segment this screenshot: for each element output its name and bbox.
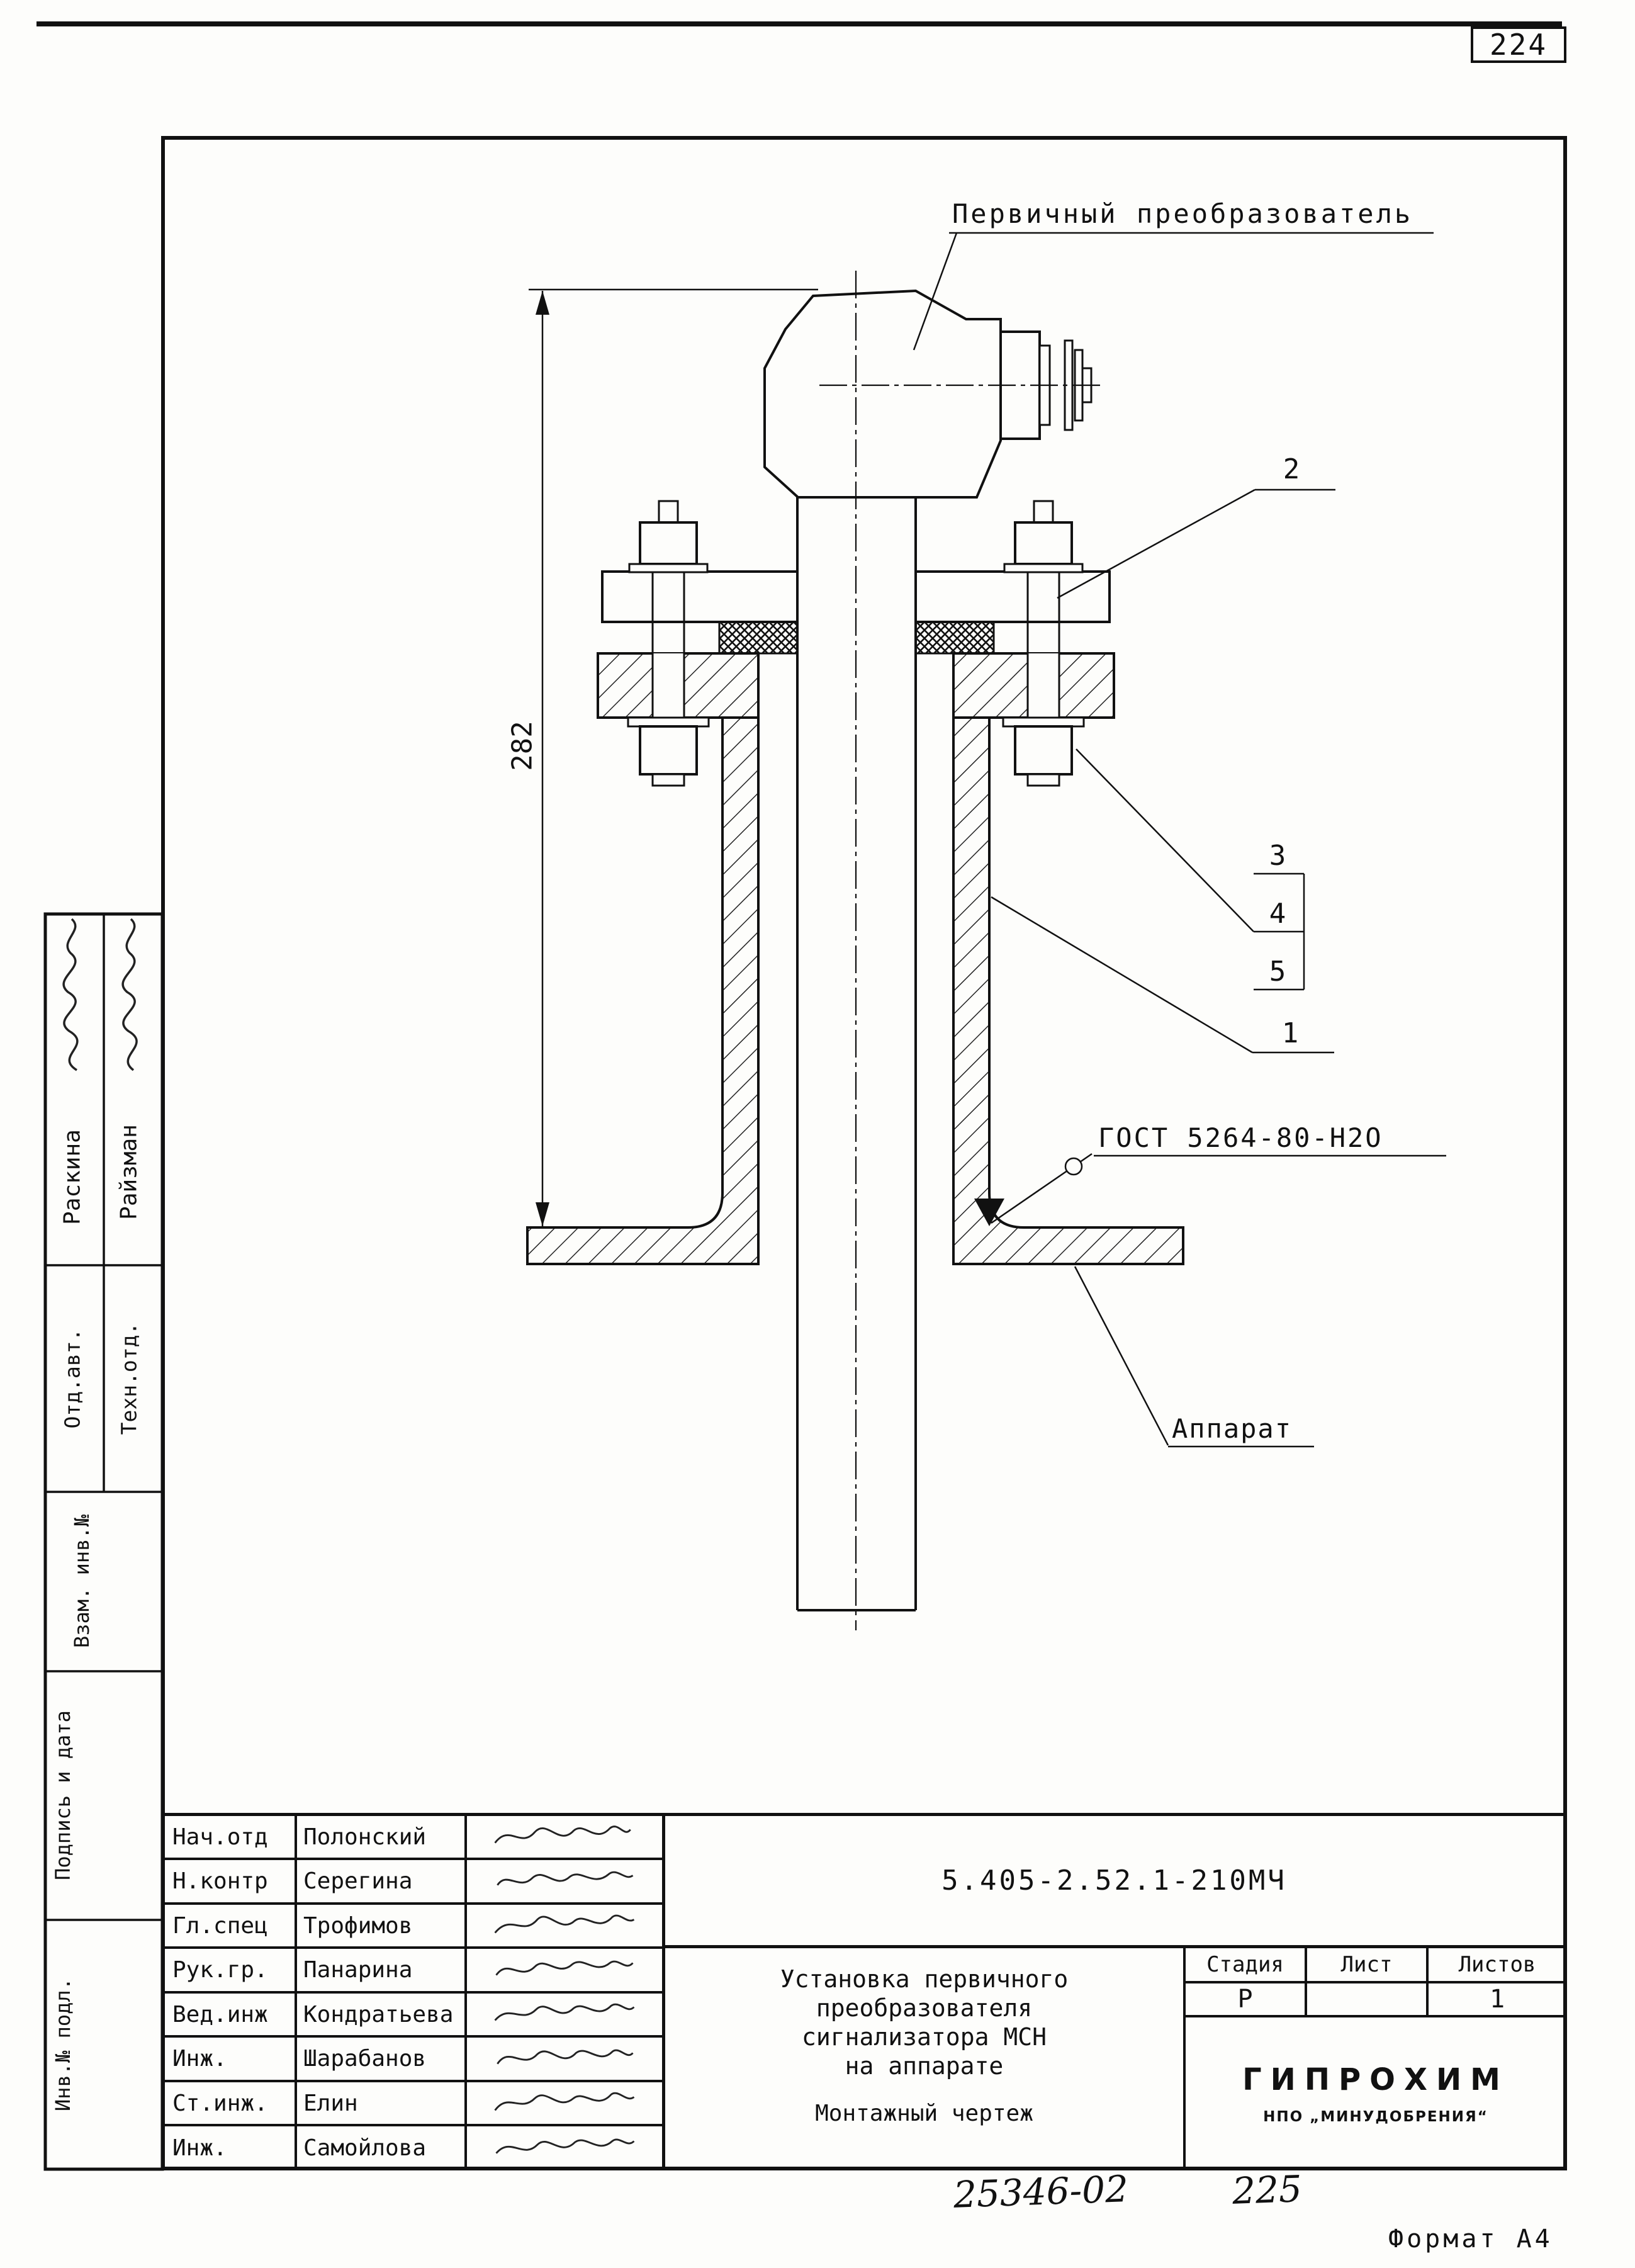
titleblock-role: Нач.отд <box>165 1816 297 1858</box>
weld-gost-label: ГОСТ 5264-80-Н2О <box>1098 1122 1383 1153</box>
handwritten-page-number: 225 <box>1231 2167 1303 2213</box>
signature-scribble <box>121 918 138 1071</box>
signature-scribble <box>495 1960 634 1976</box>
titleblock-name: Кондратьева <box>297 1994 467 2035</box>
dept-author-label: Отд.авт. <box>60 1329 85 1429</box>
transducer-head <box>763 289 1093 499</box>
title-line: на аппарате <box>845 2052 1004 2080</box>
signature-cell <box>467 1816 662 1858</box>
signature-scribble <box>497 2049 634 2065</box>
section-podpis-label: Подпись и дата <box>51 1710 75 1880</box>
section-inv-label: Инв.№ подл. <box>51 1978 75 2111</box>
titleblock-name: Трофимов <box>297 1905 467 1946</box>
titleblock-name: Серегина <box>297 1860 467 1902</box>
callout-4: 4 <box>1269 898 1286 930</box>
callout-labels: Первичный преобразователь 2 3 4 5 1 ГОСТ… <box>952 198 1413 1444</box>
gasket-left <box>718 621 799 655</box>
apparatus-label: Аппарат <box>1172 1413 1292 1444</box>
signature-cell <box>467 1994 662 2035</box>
signature-scribble <box>494 1914 635 1934</box>
left-attribute-strip <box>43 912 164 2171</box>
titleblock-role: Инж. <box>165 2038 297 2080</box>
signature-scribble <box>495 2138 635 2154</box>
title-line: преобразователя <box>816 1994 1033 2022</box>
stage-header: Стадия <box>1186 1948 1307 1983</box>
titleblock-row: Вед.инж Кондратьева <box>165 1994 662 2038</box>
titleblock-row: Инж. Шарабанов <box>165 2038 662 2082</box>
signature-cell <box>467 2126 662 2170</box>
dimension-282-value: 282 <box>507 721 539 770</box>
titleblock-row: Ст.инж. Елин <box>165 2082 662 2126</box>
bolt-left <box>627 500 710 787</box>
titleblock-row: Гл.спец Трофимов <box>165 1905 662 1949</box>
company-subtitle: НПО „МИНУДОБРЕНИЯ“ <box>1263 2109 1488 2125</box>
section-vzam-label: Взам. инв.№ <box>70 1514 94 1648</box>
bolt-right <box>1002 500 1085 787</box>
signature-scribble <box>494 1825 631 1844</box>
page-number: 224 <box>1489 28 1548 62</box>
callout-2: 2 <box>1283 453 1300 485</box>
dimension-282: 282 <box>507 288 818 1226</box>
titleblock-name: Панарина <box>297 1949 467 1991</box>
apparatus-shell-and-nozzle <box>526 716 1184 1265</box>
transducer-label: Первичный преобразователь <box>952 198 1413 229</box>
signature-scribble <box>494 2003 635 2021</box>
callout-leaders <box>913 232 1446 1448</box>
titleblock-role: Вед.инж <box>165 1994 297 2035</box>
titleblock-name: Самойлова <box>297 2126 467 2170</box>
callout-3: 3 <box>1269 840 1286 872</box>
signature-cell <box>467 1860 662 1902</box>
callout-5: 5 <box>1269 956 1286 988</box>
titleblock-name: Шарабанов <box>297 2038 467 2080</box>
weld-triangle <box>974 1199 1004 1226</box>
drawing-title: Установка первичного преобразователя сиг… <box>662 1948 1183 2170</box>
titleblock-role: Инж. <box>165 2126 297 2170</box>
handwritten-doc-number: 25346-02 <box>952 2167 1130 2216</box>
dept-tech-label: Техн.отд. <box>117 1323 142 1435</box>
titleblock-name: Елин <box>297 2082 467 2124</box>
signature-scribble <box>494 2092 635 2111</box>
sheet-value <box>1307 1983 1429 2017</box>
author-name: Раскина <box>60 1129 86 1225</box>
signature-cell <box>467 1905 662 1946</box>
tech-name: Райзман <box>116 1124 142 1220</box>
titleblock-row: Инж. Самойлова <box>165 2126 662 2170</box>
format-label: Формат А4 <box>1388 2225 1553 2254</box>
page-number-box: 224 <box>1471 26 1566 63</box>
centerlines <box>819 271 1101 1630</box>
sheet-header: Лист <box>1307 1948 1429 1983</box>
titleblock-row: Рук.гр. Панарина <box>165 1949 662 1994</box>
sheets-value: 1 <box>1429 1983 1566 2017</box>
doc-number: 5.405-2.52.1-210МЧ <box>662 1816 1563 1948</box>
signature-cell <box>467 2082 662 2124</box>
signature-cell <box>467 2038 662 2080</box>
stage-value: Р <box>1186 1983 1307 2017</box>
company-name: ГИПРОХИМ <box>1242 2062 1509 2097</box>
titleblock-name: Полонский <box>297 1816 467 1858</box>
signature-scribble <box>497 1871 634 1886</box>
titleblock-row: Н.контр Серегина <box>165 1860 662 1905</box>
sheets-header: Листов <box>1429 1948 1566 1983</box>
callout-1: 1 <box>1282 1017 1299 1049</box>
company-cell: ГИПРОХИМ НПО „МИНУДОБРЕНИЯ“ <box>1186 2017 1566 2170</box>
left-strip-signatures <box>62 918 138 1071</box>
titleblock-role: Гл.спец <box>165 1905 297 1946</box>
titleblock-role: Н.контр <box>165 1860 297 1902</box>
titleblock-row: Нач.отд Полонский <box>165 1816 662 1860</box>
title-line: сигнализатора МСН <box>802 2023 1047 2051</box>
gasket-right <box>914 621 995 655</box>
weld-all-around-icon <box>1064 1157 1083 1176</box>
title-block: Нач.отд Полонский Н.контр Серегина Гл.сп… <box>165 1813 1566 2170</box>
stage-table: Стадия Лист Листов Р 1 ГИПРОХИМ НПО „МИН… <box>1183 1948 1566 2170</box>
header-rule <box>37 21 1562 26</box>
drawing-subtitle: Монтажный чертеж <box>815 2101 1033 2126</box>
titleblock-role: Рук.гр. <box>165 1949 297 1991</box>
left-strip-labels: Раскина Райзман Отд.авт. Техн.отд. Взам.… <box>51 1124 142 2111</box>
titleblock-role: Ст.инж. <box>165 2082 297 2124</box>
signature-cell <box>467 1949 662 1991</box>
signature-scribble <box>62 918 79 1071</box>
title-line: Установка первичного <box>780 1965 1069 1993</box>
